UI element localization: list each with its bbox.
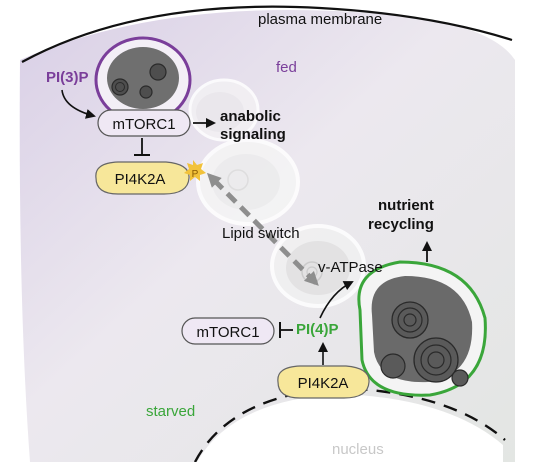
mtorc1-fed-label: mTORC1 (112, 116, 175, 133)
pi4k2a-fed-label: PI4K2A (115, 171, 166, 188)
pi4k2a-fed-enzyme (95, 161, 190, 195)
v-atpase-label: v-ATPase (318, 259, 383, 276)
nutrient-line1: nutrient (378, 197, 434, 214)
phospho-badge (184, 160, 206, 181)
pi4k2a-starved-label: PI4K2A (298, 375, 349, 392)
anabolic-line1: anabolic (220, 108, 281, 125)
nutrient-line2: recycling (368, 216, 434, 233)
starved-label: starved (146, 403, 195, 420)
plasma-membrane-label: plasma membrane (258, 11, 382, 28)
pi4k2a-starved-enzyme (277, 365, 370, 399)
nucleus-label: nucleus (332, 441, 384, 458)
anabolic-line2: signaling (220, 126, 286, 143)
mtorc1-starved-complex (181, 317, 275, 345)
mtorc1-starved-label: mTORC1 (196, 324, 259, 341)
lipid-switch-label: Lipid switch (222, 225, 300, 242)
mtorc1-fed-complex (97, 109, 191, 137)
pi3p-label: PI(3)P (46, 69, 89, 86)
pi4p-to-vatpase-arrow (319, 281, 354, 319)
phospho-label: P (192, 169, 199, 180)
fed-label: fed (276, 59, 297, 76)
fed-lysosome (94, 36, 192, 124)
pi4p-label: PI(4)P (296, 321, 339, 338)
pi3p-to-mtorc1-arrow (61, 89, 96, 119)
lipid-switch-arrow (206, 172, 319, 286)
nucleus-interior (197, 394, 503, 462)
starved-lysosome (357, 260, 487, 397)
plasma-membrane-line (21, 5, 513, 63)
